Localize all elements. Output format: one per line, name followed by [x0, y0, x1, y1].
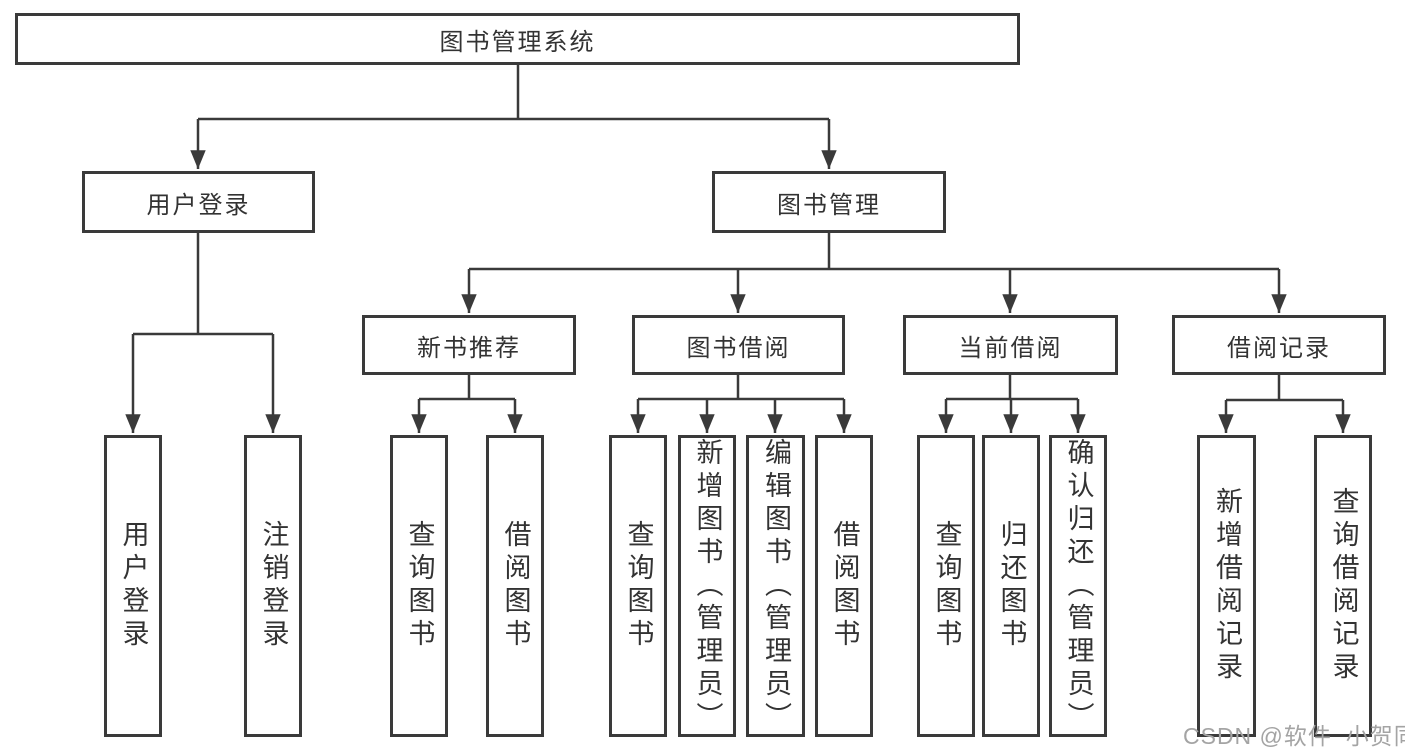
node-root-library-system: 图书管理系统 — [15, 13, 1020, 65]
node-new-book-recommend: 新书推荐 — [362, 315, 576, 375]
node-label: 用户登录 — [146, 191, 251, 219]
leaf-borrowing-add-books-admin: 新增图书（管理员） — [678, 435, 736, 737]
leaf-current-query-books: 查询图书 — [917, 435, 975, 737]
node-user-login: 用户登录 — [82, 171, 315, 233]
leaf-newbooks-query-books: 查询图书 — [390, 435, 448, 737]
node-label: 借阅记录 — [1227, 334, 1331, 362]
leaf-borrowing-query-books: 查询图书 — [609, 435, 667, 737]
node-current-borrowing: 当前借阅 — [903, 315, 1118, 375]
node-label: 查询图书 — [931, 520, 962, 652]
leaf-records-add-borrow-record: 新增借阅记录 — [1197, 435, 1256, 737]
node-label: 图书管理 — [777, 191, 881, 219]
node-label: 查询图书 — [623, 520, 654, 652]
node-label: 编辑图书（管理员） — [761, 437, 791, 735]
node-book-management: 图书管理 — [712, 171, 946, 233]
node-label: 图书管理系统 — [439, 28, 596, 56]
node-label: 图书借阅 — [686, 334, 791, 362]
csdn-watermark: CSDN @软件_小贺同学 — [1183, 723, 1405, 747]
node-label: 借阅图书 — [500, 520, 531, 652]
node-book-borrowing: 图书借阅 — [632, 315, 845, 375]
leaf-current-confirm-return-admin: 确认归还（管理员） — [1049, 435, 1107, 737]
node-label: 注销登录 — [258, 520, 289, 652]
leaf-logout: 注销登录 — [244, 435, 302, 737]
leaf-borrowing-edit-books-admin: 编辑图书（管理员） — [746, 435, 805, 737]
node-label: 新增借阅记录 — [1212, 487, 1242, 685]
node-label: 当前借阅 — [958, 334, 1063, 362]
node-label: 归还图书 — [996, 520, 1027, 652]
node-borrowing-records: 借阅记录 — [1172, 315, 1386, 375]
node-label: 确认归还（管理员） — [1063, 437, 1094, 735]
node-label: 用户登录 — [118, 520, 149, 652]
leaf-current-return-books: 归还图书 — [982, 435, 1040, 737]
leaf-newbooks-borrow-books: 借阅图书 — [486, 435, 544, 737]
node-label: 新书推荐 — [417, 334, 521, 362]
node-label: 查询图书 — [404, 520, 435, 652]
leaf-user-login: 用户登录 — [104, 435, 162, 737]
leaf-borrowing-borrow-books: 借阅图书 — [815, 435, 873, 737]
leaf-records-query-borrow-record: 查询借阅记录 — [1314, 435, 1372, 737]
node-label: 查询借阅记录 — [1328, 487, 1359, 685]
node-label: 新增图书（管理员） — [692, 437, 723, 735]
node-label: 借阅图书 — [829, 520, 860, 652]
